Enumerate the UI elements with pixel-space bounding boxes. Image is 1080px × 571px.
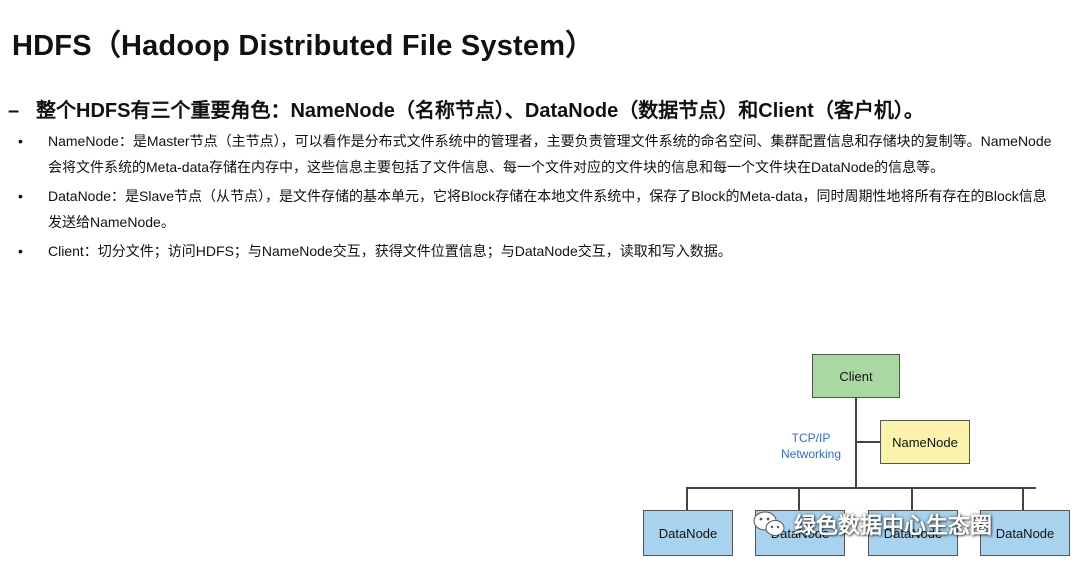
dash-marker: – (8, 100, 20, 122)
bullet-text: NameNode：是Master节点（主节点），可以看作是分布式文件系统中的管理… (48, 133, 1052, 175)
bullet-item-datanode: • DataNode：是Slave节点（从节点），是文件存储的基本单元，它将Bl… (18, 183, 1058, 235)
connector-drop (798, 487, 800, 510)
connector-drop (686, 487, 688, 510)
connector-bus (686, 487, 1036, 489)
bullet-text: Client：切分文件；访问HDFS；与NameNode交互，获得文件位置信息；… (48, 243, 732, 259)
namenode-box: NameNode (880, 420, 970, 464)
lead-statement: –整个HDFS有三个重要角色：NameNode（名称节点）、DataNode（数… (8, 94, 924, 123)
connector-namenode (856, 441, 880, 443)
connector-drop (911, 487, 913, 510)
watermark-text: 绿色数据中心生态圈 (794, 513, 993, 538)
bullet-dot: • (18, 243, 23, 259)
bullet-dot: • (18, 188, 23, 204)
datanode-box-4: DataNode (980, 510, 1070, 556)
client-box: Client (812, 354, 900, 398)
connector-drop (1022, 487, 1024, 510)
network-label: TCP/IP Networking (768, 430, 854, 462)
lead-text: 整个HDFS有三个重要角色：NameNode（名称节点）、DataNode（数据… (36, 100, 924, 122)
bullet-dot: • (18, 133, 23, 149)
wechat-icon (753, 511, 785, 536)
bullet-item-client: • Client：切分文件；访问HDFS；与NameNode交互，获得文件位置信… (18, 238, 1058, 264)
datanode-box-3: DataNode (868, 510, 958, 556)
bullet-text: DataNode：是Slave节点（从节点），是文件存储的基本单元，它将Bloc… (48, 188, 1047, 230)
bullet-list: • NameNode：是Master节点（主节点），可以看作是分布式文件系统中的… (18, 128, 1058, 267)
slide-title: HDFS（Hadoop Distributed File System） (12, 30, 595, 62)
datanode-box-1: DataNode (643, 510, 733, 556)
network-label-line2: Networking (780, 447, 842, 461)
watermark: 绿色数据中心生态圈 (752, 508, 992, 540)
bullet-item-namenode: • NameNode：是Master节点（主节点），可以看作是分布式文件系统中的… (18, 128, 1058, 180)
network-label-line1: TCP/IP (791, 431, 831, 445)
connector-trunk (855, 398, 857, 488)
